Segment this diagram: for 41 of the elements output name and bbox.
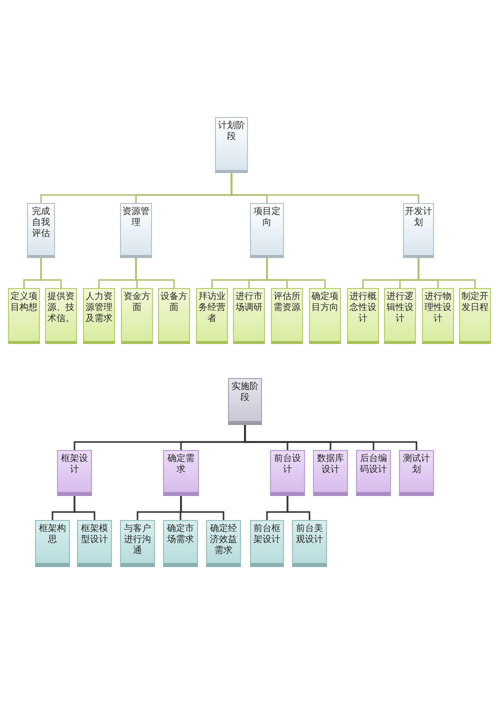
task-box: 进行市场调研: [233, 288, 265, 344]
connector-line: [135, 258, 175, 288]
task-box: 进行物理性设计: [422, 288, 454, 344]
task-box: 定义项目构想: [8, 288, 40, 344]
connector-line: [74, 496, 96, 520]
subtask-box: 框架构思: [35, 520, 70, 567]
task-box: 确定需求: [163, 450, 199, 496]
task-box: 确定项目方向: [309, 288, 341, 344]
connector-line: [418, 258, 476, 288]
connector-line: [230, 173, 420, 203]
task-box: 测试计划: [399, 450, 434, 496]
stage-box: 开发计划: [403, 203, 434, 258]
stage-box: 资源管理: [120, 203, 152, 258]
stage-box: 计划阶段: [215, 117, 248, 173]
task-box: 资金方面: [121, 288, 153, 344]
connector-line: [266, 258, 326, 288]
connector-line: [286, 496, 310, 520]
task-box: 框架设计: [57, 450, 92, 496]
task-box: 后台编码设计: [356, 450, 391, 496]
task-box: 前台设计: [270, 450, 305, 496]
subtask-box: 前台美观设计: [292, 520, 327, 567]
stage-box: 项目定向: [250, 203, 284, 258]
connector-line: [40, 258, 62, 288]
task-box: 进行逻辑性设计: [384, 288, 416, 344]
stage-box: 实施阶段: [228, 378, 262, 425]
subtask-box: 确定经济效益需求: [206, 520, 241, 567]
task-box: 人力资源管理及需求: [83, 288, 115, 344]
subtask-box: 与客户进行沟通: [120, 520, 155, 567]
connector-line: [180, 496, 224, 520]
task-box: 进行概念性设计: [347, 288, 379, 344]
task-box: 制定开发日程: [459, 288, 491, 344]
stage-box: 完成自我评估: [27, 203, 55, 258]
subtask-box: 确定市场需求: [163, 520, 198, 567]
task-box: 提供资源、技术信。: [45, 288, 77, 344]
subtask-box: 前台框架设计: [250, 520, 284, 567]
task-box: 评估所需资源: [271, 288, 303, 344]
task-box: 数据库设计: [313, 450, 348, 496]
task-box: 拜访业务经营者: [196, 288, 228, 344]
connector-line: [244, 425, 418, 450]
task-box: 设备方面: [158, 288, 190, 344]
subtask-box: 框架模型设计: [77, 520, 112, 567]
